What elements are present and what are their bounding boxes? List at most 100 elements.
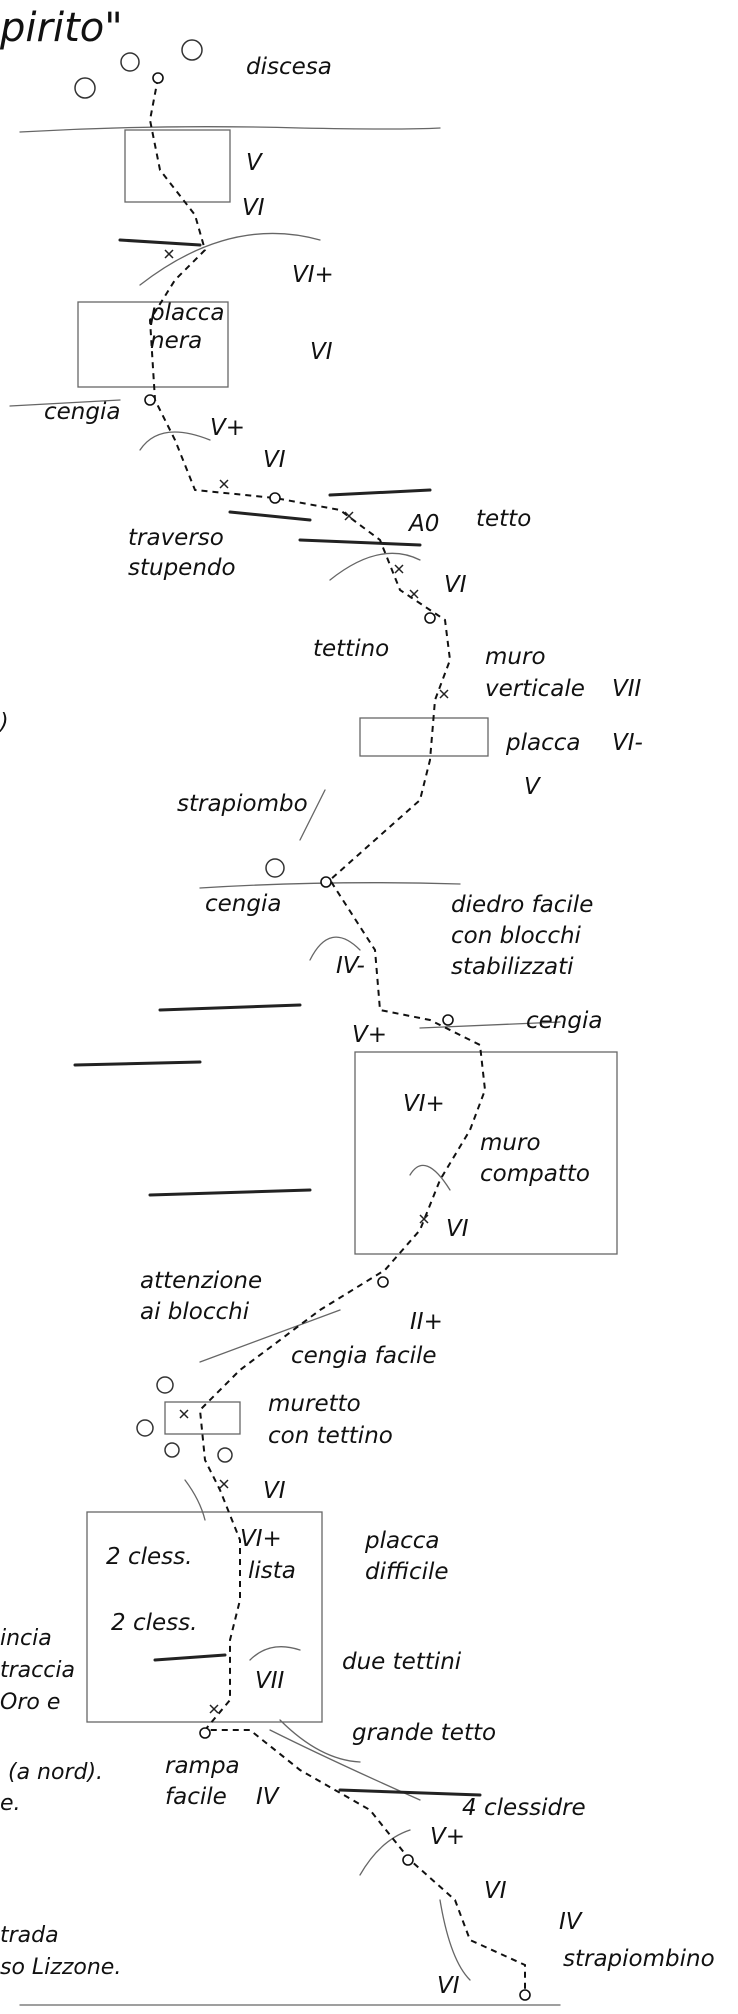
label-lista: lista bbox=[248, 1560, 296, 1583]
belay-station bbox=[270, 493, 280, 503]
cut-text: traccia bbox=[0, 1660, 75, 1682]
cut-text: so Lizzone. bbox=[0, 1957, 121, 1979]
tree-icon bbox=[157, 1377, 173, 1393]
tree-icon bbox=[121, 53, 139, 71]
tree-icon bbox=[266, 859, 284, 877]
label-placca-2: placca bbox=[506, 732, 580, 755]
roof-mark bbox=[75, 1062, 200, 1065]
grade-label: V bbox=[246, 152, 262, 175]
tree-icon bbox=[165, 1443, 179, 1457]
cut-text: ) bbox=[0, 712, 9, 734]
belay-station bbox=[153, 73, 163, 83]
label-placca-diff-2: difficile bbox=[365, 1561, 449, 1584]
tree-icon bbox=[75, 78, 95, 98]
bolt-mark bbox=[220, 480, 228, 488]
label-strapiombo: strapiombo bbox=[177, 793, 308, 816]
roof-mark bbox=[120, 240, 200, 245]
label-due-tettini: due tettini bbox=[342, 1651, 461, 1674]
label-muretto-2: con tettino bbox=[268, 1425, 393, 1448]
belay-station bbox=[425, 613, 435, 623]
grade-label: VI+ bbox=[403, 1093, 445, 1116]
label-muro-comp-1: muro bbox=[480, 1132, 541, 1155]
label-attenzione-1: attenzione bbox=[140, 1270, 262, 1293]
label-muro-vert-2: verticale bbox=[485, 678, 585, 701]
curve bbox=[410, 1165, 450, 1190]
curve bbox=[250, 1647, 300, 1660]
label-placca-nera-1: placca bbox=[150, 302, 224, 325]
curve bbox=[440, 1900, 470, 1980]
curve bbox=[140, 432, 210, 450]
cut-text: incia bbox=[0, 1628, 52, 1650]
grade-label: V+ bbox=[352, 1024, 387, 1047]
bolt-mark bbox=[395, 565, 403, 573]
label-cless-2: 2 cless. bbox=[111, 1612, 197, 1635]
grade-label: VI bbox=[437, 1975, 460, 1998]
roof-mark bbox=[150, 1190, 310, 1195]
curve bbox=[330, 553, 420, 580]
label-cless-1: 2 cless. bbox=[106, 1546, 192, 1569]
grade-label: VI+ bbox=[240, 1528, 282, 1551]
grade-label: V+ bbox=[430, 1826, 465, 1849]
label-tettino: tettino bbox=[313, 638, 389, 661]
grade-label: IV bbox=[256, 1786, 279, 1809]
label-strapiombino: strapiombino bbox=[563, 1948, 715, 1971]
label-diedro-3: stabilizzati bbox=[451, 956, 574, 979]
belay-station bbox=[145, 395, 155, 405]
label-traverso-1: traverso bbox=[128, 527, 224, 550]
belay-station bbox=[321, 877, 331, 887]
belay-station bbox=[403, 1855, 413, 1865]
label-tetto: tetto bbox=[476, 508, 531, 531]
grade-label: VI bbox=[484, 1880, 507, 1903]
grade-label: VI bbox=[446, 1218, 469, 1241]
label-muretto-1: muretto bbox=[268, 1393, 361, 1416]
bolt-mark bbox=[345, 512, 353, 520]
grade-label: V bbox=[524, 776, 540, 799]
label-traverso-2: stupendo bbox=[128, 557, 236, 580]
bolt-mark bbox=[220, 1480, 228, 1488]
bolt-mark bbox=[410, 590, 418, 598]
box-placca bbox=[360, 718, 488, 756]
route-path bbox=[150, 78, 525, 1990]
label-discesa: discesa bbox=[246, 56, 332, 79]
grade-label: VII bbox=[612, 678, 641, 701]
grade-label: VI bbox=[263, 449, 286, 472]
roof-mark bbox=[155, 1655, 225, 1660]
cut-text: (a nord). bbox=[8, 1762, 103, 1784]
curve bbox=[185, 1480, 205, 1520]
grade-label: II+ bbox=[410, 1311, 443, 1334]
route-title: pirito" bbox=[0, 8, 123, 48]
curve bbox=[360, 1830, 410, 1875]
grade-label: IV- bbox=[336, 955, 365, 978]
grade-label: VI bbox=[263, 1480, 286, 1503]
cut-text: trada bbox=[0, 1925, 59, 1947]
grade-label: VI bbox=[310, 341, 333, 364]
grade-label: A0 bbox=[409, 513, 439, 536]
grade-label: VI+ bbox=[292, 264, 334, 287]
label-cengia-facile: cengia facile bbox=[291, 1345, 437, 1368]
grade-label: VII bbox=[255, 1670, 284, 1693]
label-diedro-1: diedro facile bbox=[451, 894, 593, 917]
bolt-mark bbox=[180, 1410, 188, 1418]
cut-text: e. bbox=[0, 1793, 21, 1815]
grade-label: VI bbox=[444, 574, 467, 597]
cut-text: Oro e bbox=[0, 1692, 60, 1714]
label-placca-diff-1: placca bbox=[365, 1530, 439, 1553]
bolt-mark bbox=[210, 1705, 218, 1713]
label-muro-vert-1: muro bbox=[485, 646, 546, 669]
label-clessidre: 4 clessidre bbox=[462, 1797, 586, 1820]
bolt-mark bbox=[420, 1215, 428, 1223]
label-rampa-1: rampa bbox=[165, 1755, 240, 1778]
roof-mark bbox=[230, 512, 310, 520]
label-cengia-3: cengia bbox=[526, 1010, 602, 1033]
tree-icon bbox=[218, 1448, 232, 1462]
roof-mark bbox=[300, 540, 420, 545]
label-diedro-2: con blocchi bbox=[451, 925, 581, 948]
label-rampa-2: facile bbox=[165, 1786, 227, 1809]
grade-label: VI- bbox=[612, 732, 643, 755]
belay-station bbox=[520, 1990, 530, 2000]
roof-mark bbox=[340, 1790, 480, 1795]
belay-station bbox=[378, 1277, 388, 1287]
bolt-mark bbox=[165, 250, 173, 258]
roof-mark bbox=[160, 1005, 300, 1010]
